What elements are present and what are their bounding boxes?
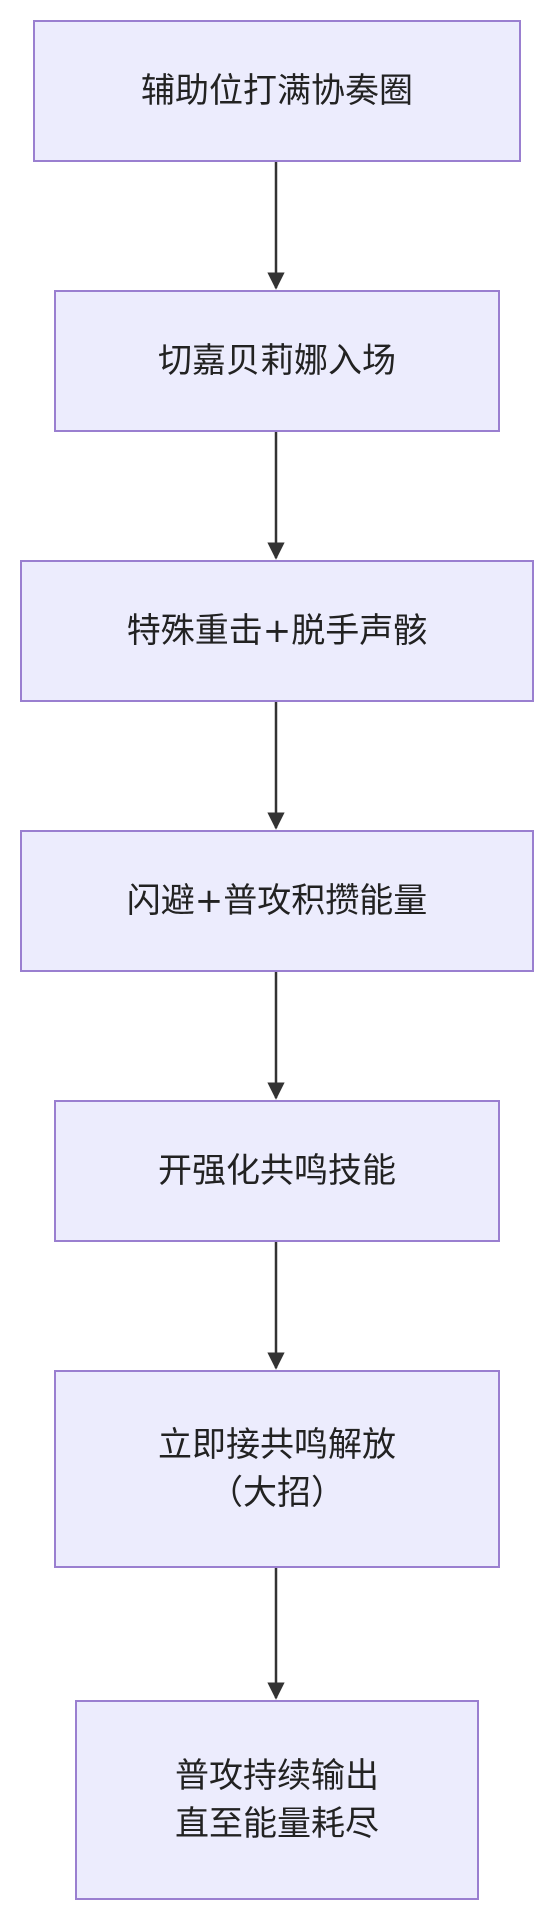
flow-step-4: 闪避+普攻积攒能量 — [20, 830, 534, 972]
flow-step-1: 辅助位打满协奏圈 — [33, 20, 521, 162]
flow-step-3-label: 特殊重击+脱手声骸 — [126, 611, 428, 651]
flow-step-2: 切嘉贝莉娜入场 — [54, 290, 500, 432]
flow-step-6: 立即接共鸣解放 （大招） — [54, 1370, 500, 1568]
flow-step-4-label: 闪避+普攻积攒能量 — [126, 881, 428, 921]
flow-step-6-label-line-1: 立即接共鸣解放 — [158, 1425, 396, 1465]
flow-step-3: 特殊重击+脱手声骸 — [20, 560, 534, 702]
flow-step-7-label-line-2: 直至能量耗尽 — [175, 1804, 379, 1844]
flow-step-5-label: 开强化共鸣技能 — [158, 1151, 396, 1191]
flow-step-2-label: 切嘉贝莉娜入场 — [158, 341, 396, 381]
flow-step-7-label-line-1: 普攻持续输出 — [175, 1756, 379, 1796]
flow-step-7: 普攻持续输出 直至能量耗尽 — [75, 1700, 479, 1900]
flow-step-6-label-line-2: （大招） — [209, 1473, 345, 1513]
flow-step-5: 开强化共鸣技能 — [54, 1100, 500, 1242]
flow-step-1-label: 辅助位打满协奏圈 — [141, 71, 413, 111]
